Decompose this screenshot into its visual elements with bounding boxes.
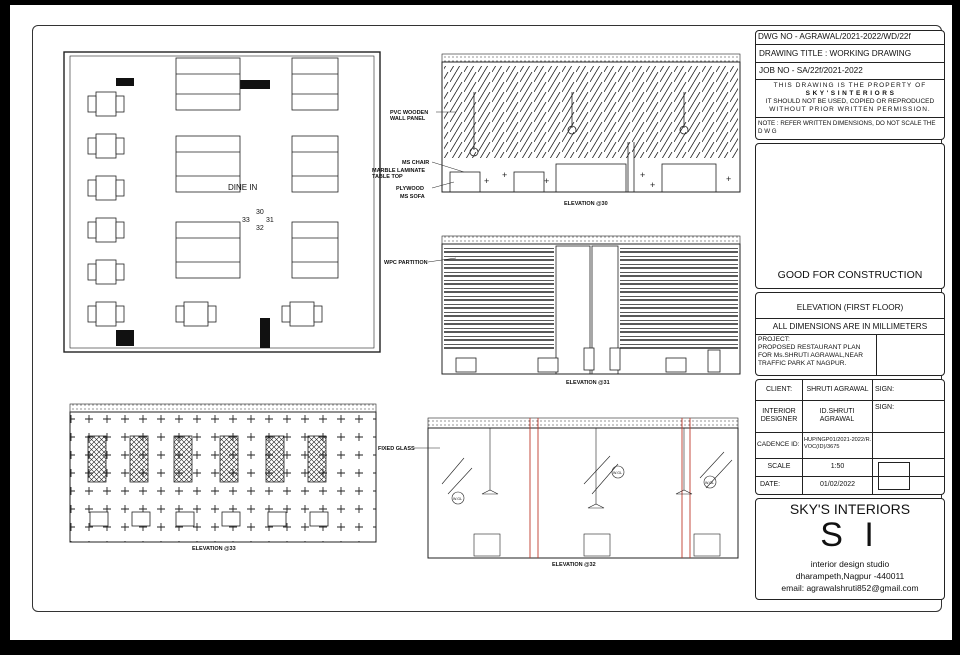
plan-label: DINE IN xyxy=(228,183,258,192)
elevation-31: ELEVATION @31 WPC PARTITION xyxy=(384,235,741,386)
designer-sign-label: SIGN: xyxy=(875,404,895,411)
property-note-3: IT SHOULD NOT BE USED, COPIED OR REPRODU… xyxy=(765,98,935,105)
designer-value: ID.SHRUTI AGRAWAL xyxy=(819,408,855,423)
svg-text:+: + xyxy=(640,170,645,180)
elevation-32-caption: ELEVATION @32 xyxy=(552,562,596,568)
svg-text:+: + xyxy=(484,176,489,186)
svg-text:+: + xyxy=(650,180,655,190)
client-label: CLIENT: xyxy=(765,386,793,393)
date-label: DATE: xyxy=(760,481,781,488)
scale-label: SCALE xyxy=(767,463,791,470)
elevation-32: W.GL W.GL W.GL ELEVATION @32 FIXED GLASS xyxy=(378,417,739,568)
client-sign-label: SIGN: xyxy=(875,386,895,393)
bottom-bar xyxy=(0,641,960,655)
drawings-canvas: DINE IN 30 33 31 32 + + + + + + ELEVATION @3… xyxy=(63,51,741,568)
plan-mark-31: 31 xyxy=(266,217,274,224)
firm-address: dharampeth,Nagpur -440011 xyxy=(795,571,905,581)
client-value: SHRUTI AGRAWAL xyxy=(806,386,869,393)
cadence-label: CADENCE ID: xyxy=(757,441,800,448)
seal-box xyxy=(878,462,910,490)
project-text: PROPOSED RESTAURANT PLAN FOR Ms.SHRUTI A… xyxy=(758,344,864,367)
elevation-33: ELEVATION @33 xyxy=(69,403,377,552)
elevation-30-caption: ELEVATION @30 xyxy=(564,201,608,207)
property-note-2: S K Y ' S I N T E R I O R S xyxy=(805,90,895,97)
label-wpc-partition: WPC PARTITION xyxy=(384,260,428,266)
label-plywood: PLYWOOD xyxy=(396,186,424,192)
sheet-title-box: ELEVATION (FIRST FLOOR) ALL DIMENSIONS A… xyxy=(755,292,945,376)
glass-mark-2: W.GL xyxy=(613,471,622,475)
label-ms-chair: MS CHAIR xyxy=(402,160,429,166)
firm-logo: S I xyxy=(820,516,880,554)
elevation-31-caption: ELEVATION @31 xyxy=(566,380,610,386)
firm-name: SKY'S INTERIORS xyxy=(789,501,911,517)
drawing-title: DRAWING TITLE : WORKING DRAWING xyxy=(759,49,912,58)
floor-plan: DINE IN 30 33 31 32 xyxy=(63,51,381,353)
label-ms-sofa: MS SOFA xyxy=(400,194,425,200)
scale-note-2: D W G xyxy=(758,128,777,135)
date-value: 01/02/2022 xyxy=(819,481,856,488)
svg-text:+: + xyxy=(502,170,507,180)
dimensions-note: ALL DIMENSIONS ARE IN MILLIMETERS xyxy=(772,322,928,331)
plan-mark-32: 32 xyxy=(256,225,264,232)
designer-label: INTERIOR DESIGNER xyxy=(760,408,798,423)
elevation-33-caption: ELEVATION @33 xyxy=(192,546,236,552)
svg-text:+: + xyxy=(544,176,549,186)
drawing-info-box: DWG NO - AGRAWAL/2021-2022/WD/22f DRAWIN… xyxy=(755,30,945,140)
cadence-value: HUP/NGP01/2021-2022/R.VOC(ID)/3675 xyxy=(804,437,872,450)
svg-text:+: + xyxy=(726,174,731,184)
scale-value: 1:50 xyxy=(830,463,845,470)
job-no: JOB NO - SA/22f/2021-2022 xyxy=(759,66,863,75)
firm-box: SKY'S INTERIORS S I interior design stud… xyxy=(755,498,945,600)
plan-mark-30: 30 xyxy=(256,209,264,216)
project-label: PROJECT: xyxy=(758,336,790,343)
firm-email: email: agrawalshruti852@gmail.com xyxy=(781,583,919,593)
scale-note: NOTE : REFER WRITTEN DIMENSIONS, DO NOT … xyxy=(758,120,936,127)
status-stamp: GOOD FOR CONSTRUCTION xyxy=(777,269,923,281)
property-note-4: WITHOUT PRIOR WRITTEN PERMISSION. xyxy=(769,106,931,113)
label-fixed-glass: FIXED GLASS xyxy=(378,446,415,452)
glass-mark-1: W.GL xyxy=(453,497,462,501)
status-box: GOOD FOR CONSTRUCTION xyxy=(755,143,945,289)
dwg-no: DWG NO - AGRAWAL/2021-2022/WD/22f xyxy=(758,32,911,41)
property-note-1: THIS DRAWING IS THE PROPERTY OF xyxy=(773,82,927,89)
plan-mark-33: 33 xyxy=(242,217,250,224)
glass-mark-3: W.GL xyxy=(705,481,714,485)
sheet-title: ELEVATION (FIRST FLOOR) xyxy=(796,303,904,312)
firm-tagline: interior design studio xyxy=(810,559,890,569)
client-table: CLIENT: SHRUTI AGRAWAL SIGN: INTERIOR DE… xyxy=(755,379,945,495)
